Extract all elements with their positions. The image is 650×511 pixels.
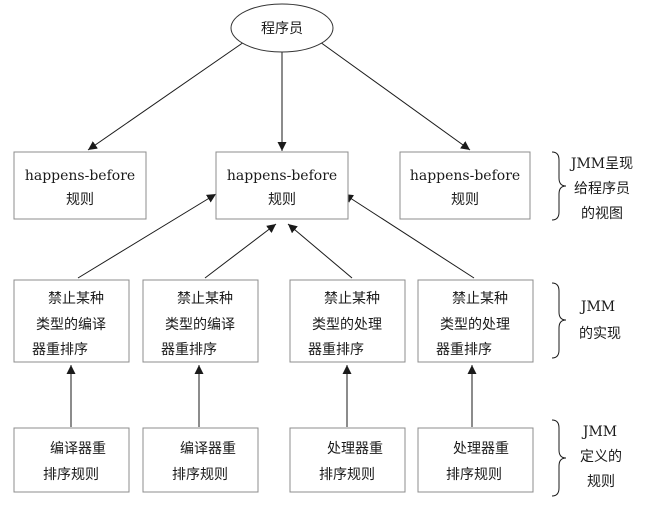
impl-node-4-line-3: 器重排序 [436,342,492,358]
impl-node-1: 禁止某种 类型的编译 器重排序 [13,279,130,363]
side-label-view-line-2: 给程序员 [574,181,630,197]
side-label-impl-line-1: JMM [579,299,615,315]
side-label-rule-line-2: 定义的 [580,449,622,465]
rule-node-3-line-1: 处理器重 [327,441,383,457]
impl-node-2-line-2: 类型的编译 [165,317,235,333]
rule-node-3: 处理器重 排序规则 [289,427,406,493]
edge-impl-2-to-view [204,223,277,279]
impl-node-2-line-3: 器重排序 [161,342,217,358]
view-node-2-line-2: 规则 [268,192,296,208]
root-node: 程序员 [230,3,334,53]
view-node-3: happens-before 规则 [399,151,531,220]
side-label-view-line-1: JMM呈现 [569,156,633,172]
side-label-rule: JMM 定义的 规则 [580,424,622,490]
rule-node-4: 处理器重 排序规则 [417,427,534,493]
side-label-impl-line-2: 的实现 [579,326,621,342]
rule-node-4-line-1: 处理器重 [453,441,509,457]
rule-node-3-line-2: 排序规则 [319,467,375,483]
impl-node-2: 禁止某种 类型的编译 器重排序 [142,279,259,363]
side-label-view-line-3: 的视图 [581,206,623,222]
view-node-1-line-1: happens-before [25,168,135,184]
root-label: 程序员 [261,21,303,37]
side-label-view: JMM呈现 给程序员 的视图 [569,156,633,222]
rule-node-2-line-2: 排序规则 [172,467,228,483]
side-label-rule-line-1: JMM [581,424,617,440]
impl-node-1-line-3: 器重排序 [32,342,88,358]
brace-rule [551,419,567,497]
view-node-1: happens-before 规则 [13,151,147,220]
impl-node-1-line-2: 类型的编译 [36,317,106,333]
view-node-2-line-1: happens-before [227,168,337,184]
rule-node-1-line-1: 编译器重 [50,441,106,457]
impl-node-3-line-2: 类型的处理 [312,317,382,333]
impl-node-3-line-3: 器重排序 [308,342,364,358]
rule-node-2: 编译器重 排序规则 [142,427,259,493]
edge-root-to-view-1 [87,41,245,151]
impl-node-3: 禁止某种 类型的处理 器重排序 [289,279,406,363]
rule-node-4-line-2: 排序规则 [446,467,502,483]
view-node-1-line-2: 规则 [66,192,94,208]
view-node-3-line-2: 规则 [451,192,479,208]
side-label-impl: JMM 的实现 [579,299,621,342]
impl-node-4: 禁止某种 类型的处理 器重排序 [417,279,534,363]
brace-view [551,151,567,221]
impl-node-3-line-1: 禁止某种 [324,291,380,307]
edge-root-to-view-3 [319,41,471,151]
impl-node-4-line-2: 类型的处理 [440,317,510,333]
rule-node-2-line-1: 编译器重 [180,441,236,457]
view-node-3-line-1: happens-before [410,168,520,184]
edge-impl-3-to-view [287,223,353,279]
side-label-rule-line-3: 规则 [587,474,615,490]
rule-node-1-line-2: 排序规则 [43,467,99,483]
brace-impl [551,282,567,359]
impl-node-2-line-1: 禁止某种 [177,291,233,307]
edge-impl-4-to-view [343,193,475,279]
impl-node-1-line-1: 禁止某种 [48,291,104,307]
edge-impl-1-to-view [77,193,217,279]
rule-node-1: 编译器重 排序规则 [13,427,130,493]
view-node-2: happens-before 规则 [215,151,349,220]
impl-node-4-line-1: 禁止某种 [452,291,508,307]
